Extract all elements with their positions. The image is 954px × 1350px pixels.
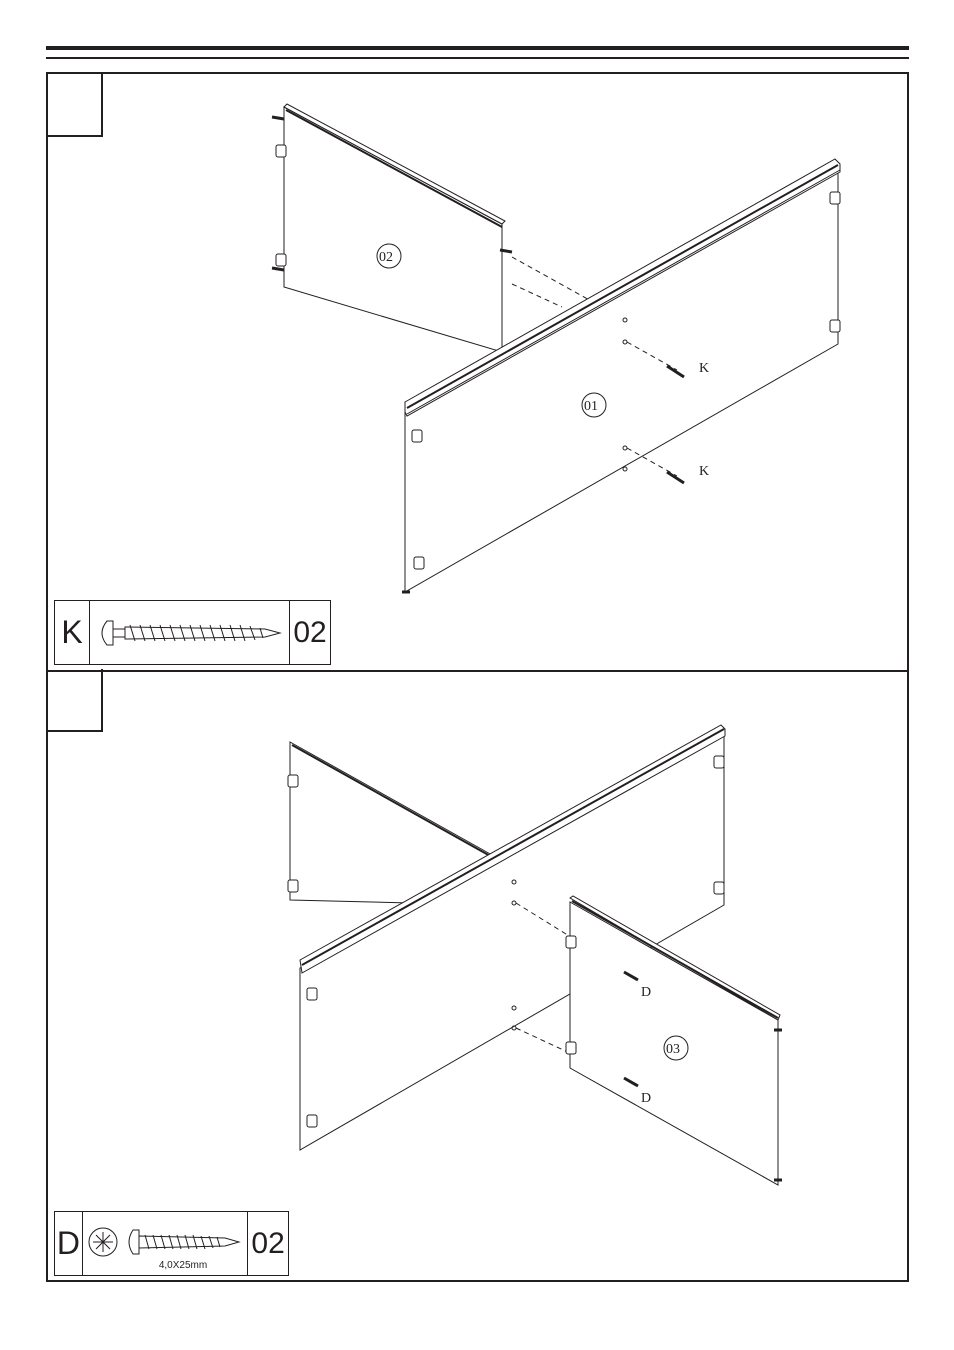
svg-text:01: 01 bbox=[584, 399, 598, 414]
screw-flat-head-icon bbox=[90, 601, 290, 664]
step-2-panel: 03 D D D 4,0X25mm 02 bbox=[46, 669, 909, 1282]
hardware-letter: K bbox=[61, 614, 83, 650]
header-rule-thick bbox=[46, 46, 909, 50]
step-2-diagram: 03 D D bbox=[287, 724, 782, 1186]
panel-02 bbox=[271, 103, 513, 353]
svg-text:02: 02 bbox=[379, 250, 393, 265]
part-label-02: 02 bbox=[376, 243, 402, 269]
step-number-box bbox=[48, 74, 103, 137]
hardware-legend-k: K 02 bbox=[54, 600, 331, 665]
hardware-quantity: 02 bbox=[293, 615, 327, 649]
part-label-01: 01 bbox=[581, 392, 607, 418]
screw-d-icon bbox=[623, 970, 639, 1088]
screw-pan-head-icon bbox=[128, 1229, 241, 1254]
svg-text:03: 03 bbox=[666, 1042, 680, 1057]
pozidriv-icon bbox=[88, 1227, 118, 1256]
front-panel bbox=[299, 724, 726, 1151]
part-label-03: 03 bbox=[663, 1035, 689, 1061]
screw-callout-k: K bbox=[699, 361, 709, 376]
screw-k-icon bbox=[666, 364, 685, 485]
hardware-letter: D bbox=[56, 1225, 80, 1261]
step-1-diagram: 02 01 K K bbox=[271, 103, 841, 594]
screw-callout-d: D bbox=[641, 1091, 651, 1106]
screw-callout-d: D bbox=[641, 985, 651, 1000]
screw-callout-k: K bbox=[699, 464, 709, 479]
panel-01 bbox=[402, 158, 841, 594]
header-rule-thin bbox=[46, 57, 909, 59]
hardware-legend-d: D 4,0X25mm 02 bbox=[54, 1211, 289, 1276]
step-number-box bbox=[48, 669, 103, 732]
screw-size: 4,0X25mm bbox=[158, 1260, 208, 1271]
hardware-quantity: 02 bbox=[251, 1226, 285, 1260]
step-1-panel: 02 01 K K K 02 bbox=[46, 72, 909, 672]
